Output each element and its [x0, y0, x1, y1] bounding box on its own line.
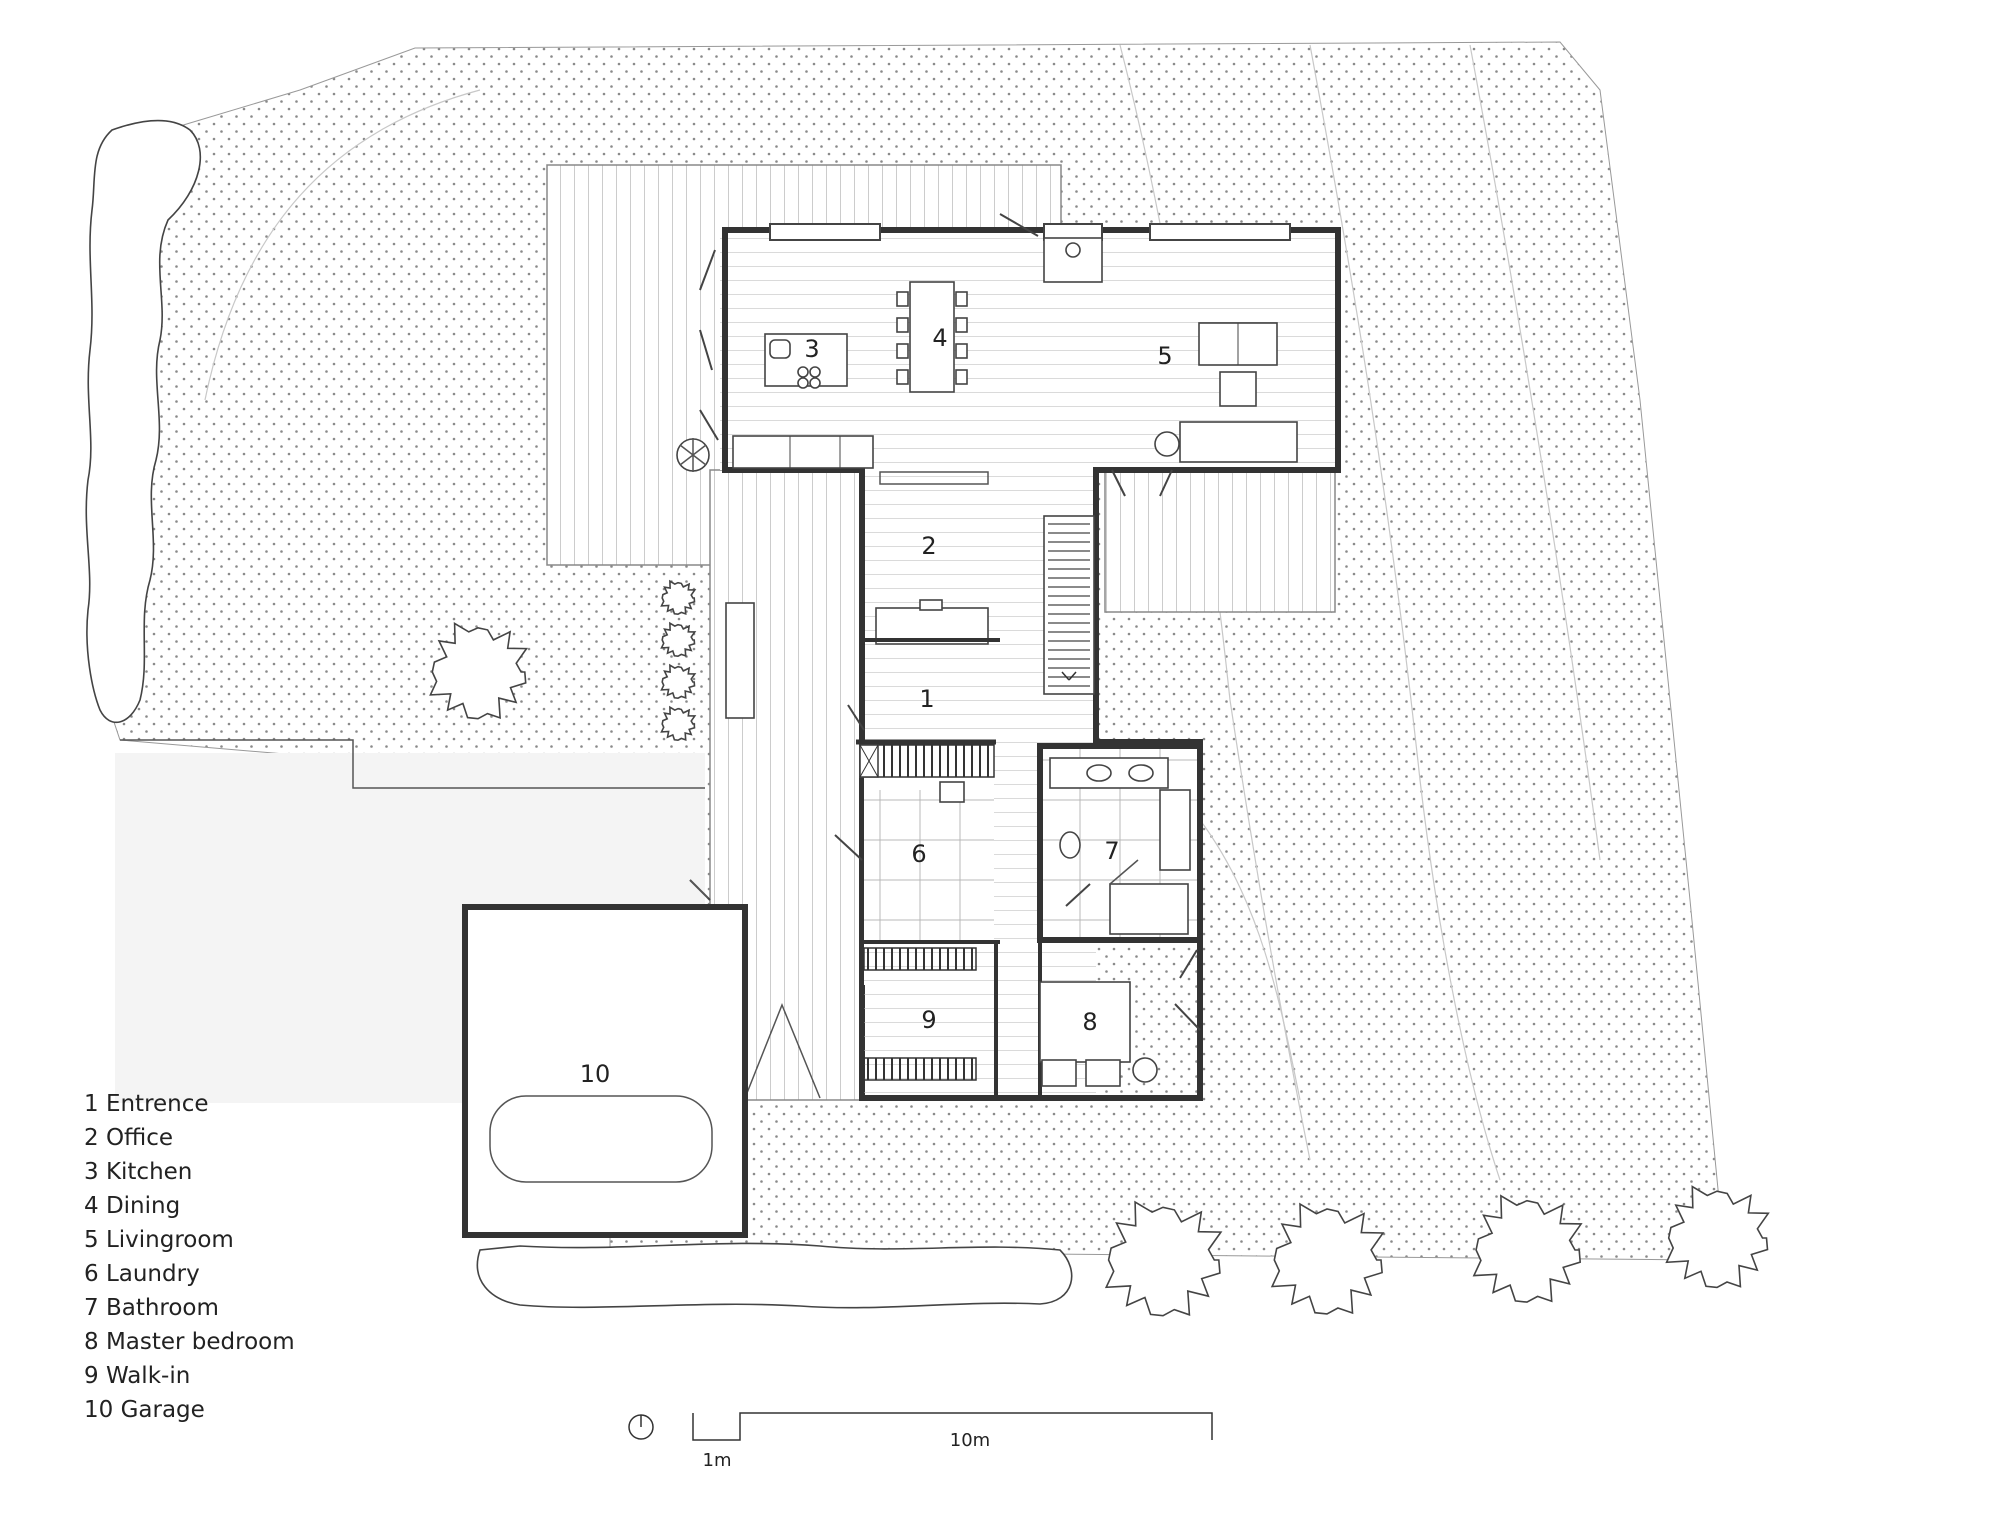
legend-item: 9 Walk-in	[84, 1363, 191, 1389]
scale-label-1m: 1m	[703, 1450, 732, 1471]
kitchen-fixtures	[732, 237, 1103, 469]
tree-icon	[1472, 1194, 1583, 1303]
legend-item: 6 Laundry	[84, 1261, 200, 1287]
scale-label-10m: 10m	[950, 1430, 990, 1451]
bedroom-furniture	[1038, 940, 1158, 1098]
contour-lines	[204, 44, 1601, 1181]
room-legend: 1 Entrence 2 Office 3 Kitchen 4 Dining 5…	[84, 1087, 295, 1427]
wall-main-block	[722, 227, 1341, 1101]
bench	[725, 602, 755, 719]
legend-item: 7 Bathroom	[84, 1295, 219, 1321]
tree-icon	[660, 663, 697, 700]
room-number-7: 7	[1104, 837, 1119, 865]
room-number-labels: 1 2 3 4 5 6 7 8 9 10	[580, 324, 1173, 1088]
room-number-5: 5	[1157, 342, 1172, 370]
hedge-left	[85, 119, 202, 724]
room-number-8: 8	[1082, 1008, 1097, 1036]
boundary-line	[120, 739, 705, 789]
dining-table	[896, 281, 968, 393]
tree-icon	[429, 621, 529, 720]
scale-bar: 1m 10m	[692, 1412, 1213, 1471]
staircase	[1043, 515, 1095, 695]
garage	[462, 879, 748, 1238]
legend-item: 5 Livingroom	[84, 1227, 234, 1253]
legend-item: 2 Office	[84, 1125, 174, 1151]
room-number-2: 2	[921, 532, 936, 560]
entry-step	[744, 1002, 821, 1099]
tree-icon	[660, 705, 697, 742]
legend-item: 8 Master bedroom	[84, 1329, 295, 1355]
tree-icon	[660, 621, 697, 658]
tree-icon	[660, 579, 697, 616]
north-arrow-icon	[628, 1414, 654, 1440]
walkin-fixtures	[862, 940, 1000, 1098]
legend-item: 3 Kitchen	[84, 1159, 193, 1185]
legend-item: 10 Garage	[84, 1397, 205, 1423]
windows-north	[769, 223, 1291, 241]
legend-item: 4 Dining	[84, 1193, 181, 1219]
room-number-9: 9	[921, 1006, 936, 1034]
room-number-1: 1	[919, 685, 934, 713]
car-icon	[489, 1095, 713, 1183]
room-number-10: 10	[580, 1060, 611, 1088]
tree-icon	[1104, 1200, 1223, 1317]
living-furniture	[1154, 322, 1298, 463]
room-number-3: 3	[804, 335, 819, 363]
room-number-6: 6	[911, 840, 926, 868]
office-fixtures	[864, 471, 1000, 645]
hedge-bottom	[476, 1242, 1073, 1309]
legend-item: 1 Entrence	[84, 1091, 209, 1117]
tree-icon	[1270, 1202, 1385, 1315]
laundry-fixtures	[856, 739, 996, 985]
potted-plant	[676, 438, 710, 472]
room-number-4: 4	[932, 324, 947, 352]
tree-icon	[1665, 1185, 1770, 1289]
bathroom-fixtures	[1037, 743, 1203, 943]
trees	[429, 579, 1770, 1317]
door-swings	[689, 213, 1201, 1031]
